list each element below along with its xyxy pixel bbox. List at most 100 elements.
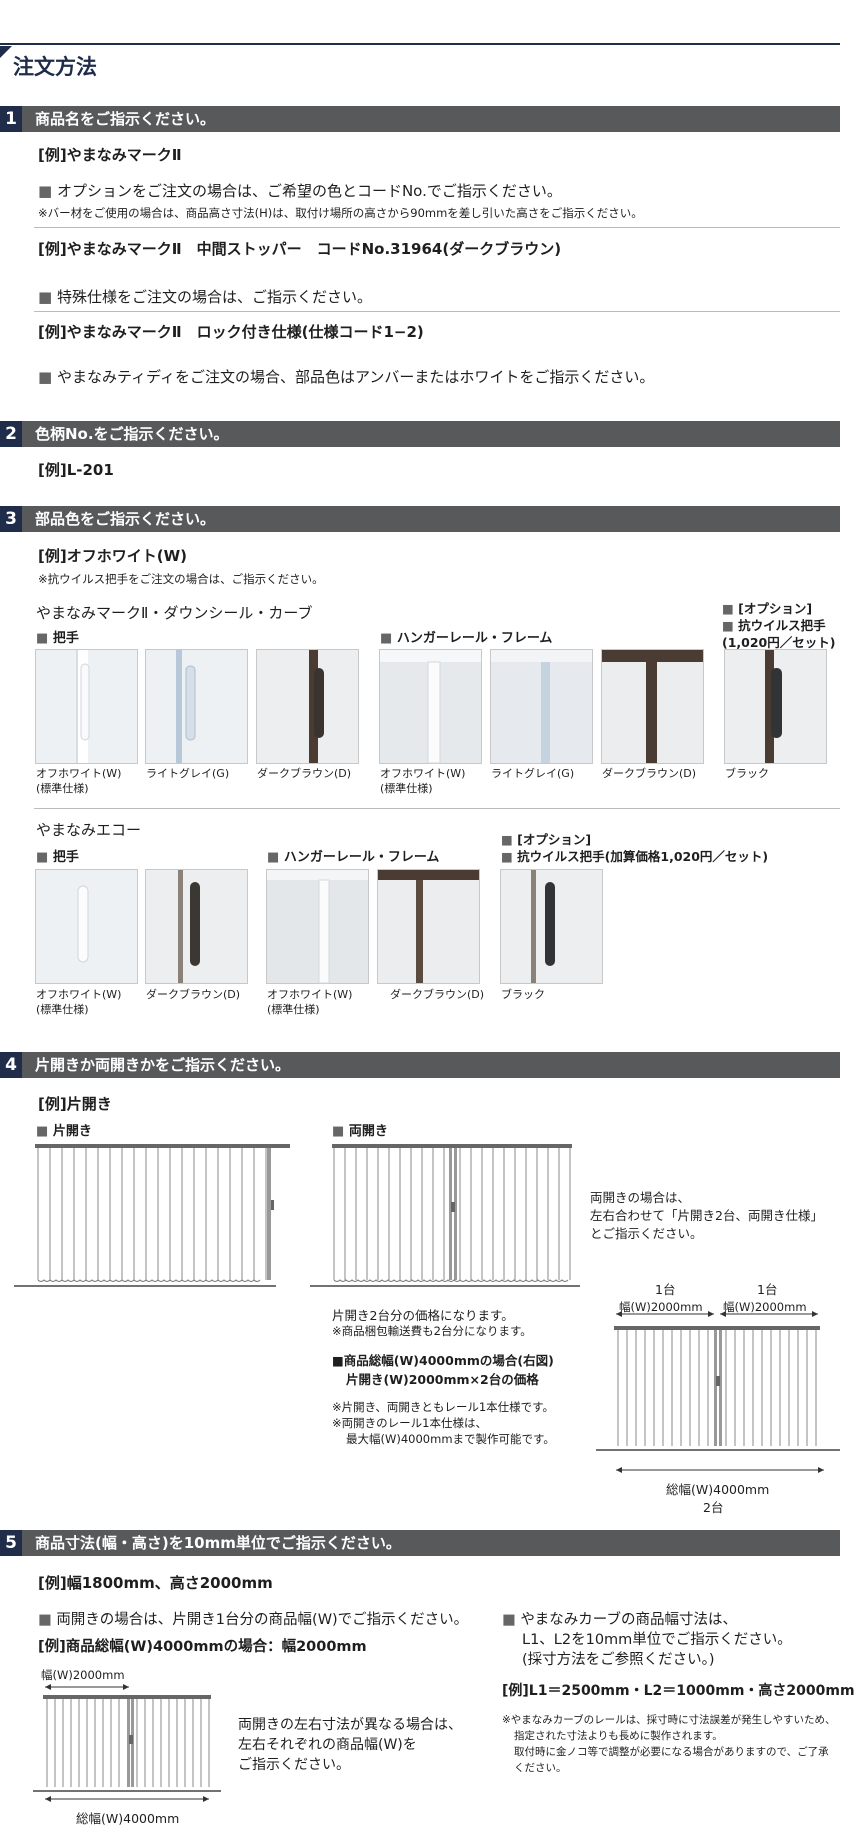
g1-label-1: オフホワイト(W) xyxy=(36,767,122,780)
s5-curve-note-2: 指定された寸法よりも長めに製作されます。 xyxy=(514,1730,723,1742)
s4-width-left: 幅(W)2000mm xyxy=(619,1300,703,1314)
section-2-header: 2 色柄No.をご指示ください。 xyxy=(0,421,840,447)
s4-unit-right: 1台 xyxy=(757,1282,778,1297)
s5-curve-note-4: ください。 xyxy=(514,1762,567,1774)
s5-example: [例]幅1800mm、高さ2000mm xyxy=(38,1574,273,1592)
section-5-header: 5 商品寸法(幅・高さ)を10mm単位でご指示ください。 xyxy=(0,1530,840,1556)
s5-diff-note-2: 左右それぞれの商品幅(W)を xyxy=(238,1737,417,1753)
g2-label-4: ダークブラウン(D) xyxy=(390,988,485,1001)
section-4-header: 4 片開きか両開きかをご指示ください。 xyxy=(0,1052,840,1078)
s3-example: [例]オフホワイト(W) xyxy=(38,547,187,565)
s3-note: ※抗ウイルス把手をご注文の場合は、ご指示ください。 xyxy=(38,572,324,586)
g1-label-3: ダークブラウン(D) xyxy=(257,767,352,780)
swatch-eco-rail-dark-brown xyxy=(377,869,480,984)
swatch-eco-option-black xyxy=(500,869,603,984)
swatch-rail-off-white xyxy=(379,649,482,764)
s4-example: [例]片開き xyxy=(38,1095,112,1113)
swatch-handle-dark-brown xyxy=(256,649,359,764)
g1-label-7: ブラック xyxy=(725,767,769,780)
s5-curve-note-1: ※やまなみカーブのレールは、採寸時に寸法誤差が発生しやすいため、 xyxy=(502,1714,836,1726)
g2-title: やまなみエコー xyxy=(36,821,142,839)
g1-rail-heading: ハンガーレール・フレーム xyxy=(380,627,553,646)
g2-label-1: オフホワイト(W) xyxy=(36,988,122,1001)
s4-double-heading: 両開き xyxy=(332,1120,388,1139)
g1-label-1b: (標準仕様) xyxy=(36,782,89,795)
g2-rail-heading: ハンガーレール・フレーム xyxy=(267,846,440,865)
s4-case-title: ■商品総幅(W)4000mmの場合(右図) xyxy=(332,1353,554,1368)
s4-double-note-3: とご指示ください。 xyxy=(590,1226,703,1241)
s1-special-instruction: 特殊仕様をご注文の場合は、ご指示ください。 xyxy=(38,286,372,307)
s2-example: [例]L-201 xyxy=(38,461,114,479)
s4-total-width: 総幅(W)4000mm xyxy=(666,1482,770,1497)
s5-double-curtain-illustration xyxy=(33,1684,221,1802)
s4-width-right: 幅(W)2000mm xyxy=(723,1300,807,1314)
g2-option-label: [オプション] xyxy=(501,829,591,848)
s5-curve-example: [例]L1＝2500mm・L2＝1000mm・高さ2000mm xyxy=(502,1683,855,1699)
g1-option-name: 抗ウイルス把手 xyxy=(722,615,826,634)
total-width-arrow xyxy=(616,1467,824,1473)
swatch-rail-dark-brown xyxy=(601,649,704,764)
g2-label-1b: (標準仕様) xyxy=(36,1003,89,1016)
s4-total-units: 2台 xyxy=(703,1500,724,1515)
double-open-curtain-illustration xyxy=(310,1144,580,1287)
s5-total-width: 総幅(W)4000mm xyxy=(76,1811,180,1826)
s5-curve-instruction-2: L1、L2を10mm単位でご指示ください。 xyxy=(522,1632,792,1648)
section-number: 1 xyxy=(0,106,22,132)
g2-handle-heading: 把手 xyxy=(36,846,79,865)
s4-double-note-1: 両開きの場合は、 xyxy=(590,1190,691,1205)
s5-diff-note-3: ご指示ください。 xyxy=(238,1757,350,1773)
section-title: 片開きか両開きかをご指示ください。 xyxy=(35,1056,291,1074)
swatch-rail-light-gray xyxy=(490,649,593,764)
s4-case-detail: 片開き(W)2000mm×2台の価格 xyxy=(346,1372,539,1387)
section-number: 2 xyxy=(0,421,22,447)
g1-option-label: [オプション] xyxy=(722,598,812,617)
g1-label-2: ライトグレイ(G) xyxy=(146,767,230,780)
s1-option-instruction: オプションをご注文の場合は、ご希望の色とコードNo.でご指示ください。 xyxy=(38,180,562,201)
section-title: 商品寸法(幅・高さ)を10mm単位でご指示ください。 xyxy=(35,1534,401,1552)
swatch-handle-off-white xyxy=(35,649,138,764)
s5-double-instruction: 両開きの場合は、片開き1台分の商品幅(W)でご指示ください。 xyxy=(38,1608,468,1629)
s5-curve-note-3: 取付時に金ノコ等で調整が必要になる場合がありますので、ご了承 xyxy=(514,1746,829,1758)
section-1-header: 1 商品名をご指示ください。 xyxy=(0,106,840,132)
header-rule xyxy=(0,43,840,45)
g2-label-3b: (標準仕様) xyxy=(267,1003,320,1016)
g2-option-name: 抗ウイルス把手(加算価格1,020円／セット) xyxy=(501,846,768,865)
swatch-eco-handle-dark-brown xyxy=(145,869,248,984)
s4-shipping-note: ※商品梱包輸送費も2台分になります。 xyxy=(332,1324,532,1338)
section-number: 5 xyxy=(0,1530,22,1556)
s4-rail-note-1: ※片開き、両開きともレール1本仕様です。 xyxy=(332,1400,554,1414)
s5-diff-note-1: 両開きの左右寸法が異なる場合は、 xyxy=(238,1717,462,1733)
g1-label-4: オフホワイト(W) xyxy=(380,767,466,780)
g1-title: やまなみマークⅡ・ダウンシール・カーブ xyxy=(36,604,313,622)
g2-label-5: ブラック xyxy=(501,988,545,1001)
section-title: 色柄No.をご指示ください。 xyxy=(35,425,229,443)
s4-double-note-2: 左右合わせて「片開き2台、両開き仕様」 xyxy=(590,1208,823,1223)
double-dimension-diagram xyxy=(596,1311,840,1451)
section-number: 4 xyxy=(0,1052,22,1078)
s5-curve-instruction-3: (採寸方法をご参照ください。) xyxy=(522,1652,715,1668)
s5-width-label: 幅(W)2000mm xyxy=(41,1668,125,1682)
g1-label-6: ダークブラウン(D) xyxy=(602,767,697,780)
section-3-header: 3 部品色をご指示ください。 xyxy=(0,506,840,532)
s5-curve-instruction-1: やまなみカーブの商品幅寸法は、 xyxy=(502,1608,737,1629)
s5-double-example: [例]商品総幅(W)4000mmの場合：幅2000mm xyxy=(38,1639,367,1655)
g1-option-price: (1,020円／セット) xyxy=(722,635,836,650)
page-title: 注文方法 xyxy=(13,55,97,79)
section-title: 商品名をご指示ください。 xyxy=(35,110,216,128)
s1-tidy-instruction: やまなみティディをご注文の場合、部品色はアンバーまたはホワイトをご指示ください。 xyxy=(38,366,654,387)
s4-unit-left: 1台 xyxy=(655,1282,676,1297)
swatch-handle-light-gray xyxy=(145,649,248,764)
s4-single-heading: 片開き xyxy=(36,1120,92,1139)
g2-label-2: ダークブラウン(D) xyxy=(146,988,241,1001)
s1-example-special: [例]やまなみマークⅡ ロック付き仕様(仕様コード1−2) xyxy=(38,323,424,341)
divider xyxy=(34,808,840,809)
g1-handle-heading: 把手 xyxy=(36,627,79,646)
divider xyxy=(34,311,840,312)
s4-rail-note-2: ※両開きのレール1本仕様は、 xyxy=(332,1416,487,1430)
s4-rail-note-3: 最大幅(W)4000mmまで製作可能です。 xyxy=(346,1432,555,1446)
swatch-eco-handle-off-white xyxy=(35,869,138,984)
s1-bar-note: ※バー材をご使用の場合は、商品高さ寸法(H)は、取付け場所の高さから90mmを差… xyxy=(38,206,643,220)
header-corner-mark xyxy=(0,46,12,58)
s1-example-option: [例]やまなみマークⅡ 中間ストッパー コードNo.31964(ダークブラウン) xyxy=(38,240,562,258)
section-number: 3 xyxy=(0,506,22,532)
